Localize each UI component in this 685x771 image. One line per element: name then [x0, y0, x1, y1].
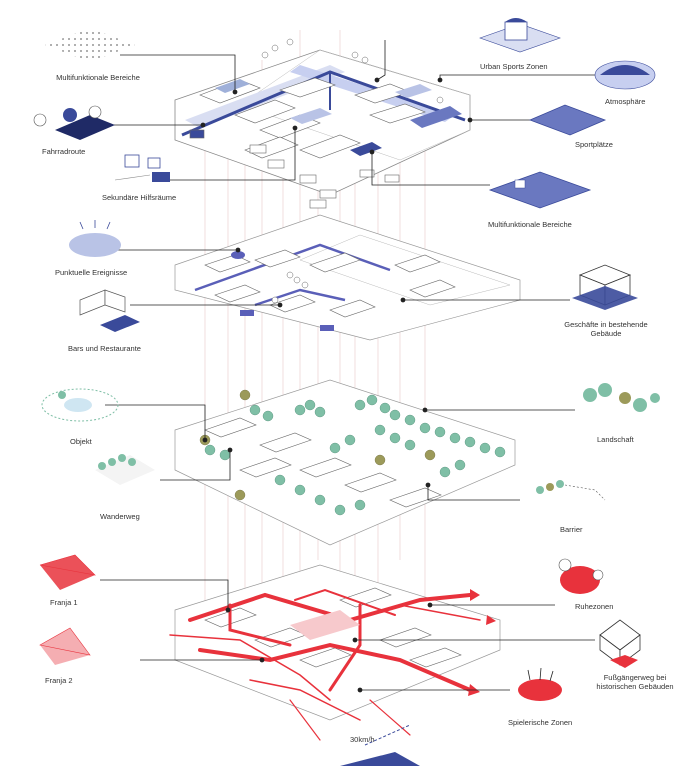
layer-4-pedestrian — [169, 564, 501, 766]
barrier-trees-icon — [536, 480, 606, 501]
label-spielerische-zonen: Spielerische Zonen — [508, 718, 573, 727]
franja-area-icon-2 — [39, 627, 91, 665]
label-wanderweg: Wanderweg — [100, 512, 140, 521]
sports-arena-icon — [479, 18, 561, 53]
label-ruhezonen: Ruhezonen — [575, 602, 614, 611]
tree-row-icon — [95, 454, 155, 485]
layer-2-commerce-events — [174, 214, 521, 341]
label-sportplaetze: Sportplätze — [575, 140, 613, 149]
tree-cluster — [204, 394, 506, 516]
grid-dots-icon — [45, 28, 135, 62]
label-atmosphaere: Atmosphäre — [605, 97, 646, 106]
multi-field-icon — [488, 171, 592, 209]
bicycle-route-icon — [33, 105, 115, 140]
label-sekundaere-hilfsraeume: Sekundäre Hilfsräume — [102, 193, 177, 202]
label-bars-und-restaurante: Bars und Restaurante — [68, 344, 141, 353]
label-multifunktionale-bereiche-right: Multifunktionale Bereiche — [488, 220, 572, 229]
label-barrier: Barrier — [560, 525, 583, 534]
restaurant-block-icon — [79, 289, 140, 332]
label-franja-1: Franja 1 — [50, 598, 78, 607]
label-objekt: Objekt — [70, 437, 92, 446]
label-urban-sports-zonen: Urban Sports Zonen — [480, 62, 548, 71]
event-plaza-icon — [69, 220, 121, 257]
rest-zone-icon — [558, 558, 604, 594]
label-landschaft: Landschaft — [597, 435, 634, 444]
play-zone-icon — [518, 667, 562, 701]
historic-building-icon — [599, 619, 641, 668]
layer-3-landscape — [174, 379, 516, 546]
label-speed: 30km/h — [350, 735, 375, 744]
forest-icon — [583, 383, 660, 412]
storage-cubes-icon — [114, 154, 170, 182]
leader-lines — [85, 40, 600, 693]
label-geschaefte: Geschäfte in bestehende Gebäude — [564, 320, 648, 338]
label-fahrradroute: Fahrradroute — [42, 147, 86, 156]
label-franja-2: Franja 2 — [45, 676, 73, 685]
label-punktuelle-ereignisse: Punktuelle Ereignisse — [55, 268, 128, 277]
shop-building-icon — [572, 264, 638, 310]
sports-field-icon — [528, 104, 607, 136]
franja-area-icon — [39, 554, 96, 590]
layer-1-urban-activities — [174, 38, 471, 209]
label-fussgaengerweg: Fußgängerweg bei historischen Gebäuden — [596, 673, 674, 691]
pond-icon — [41, 388, 119, 422]
label-multifunktionale-bereiche-top: Multifunktionale Bereiche — [56, 73, 140, 82]
amphitheater-icon — [594, 60, 656, 90]
